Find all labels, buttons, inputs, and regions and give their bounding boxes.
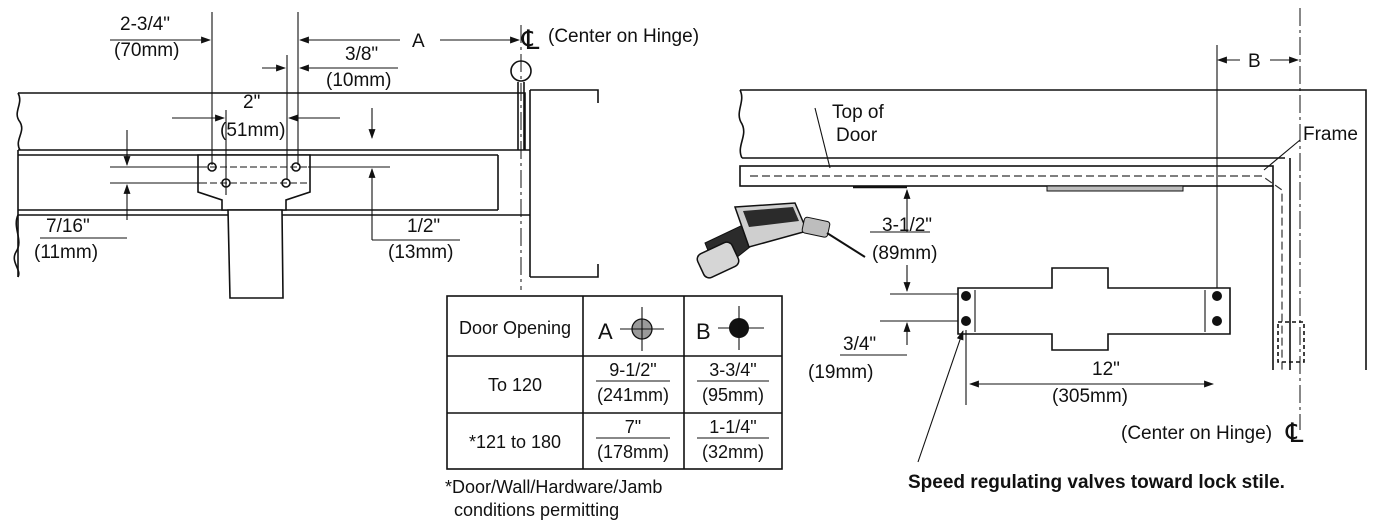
dim-11-imperial: 7/16" — [46, 216, 90, 237]
right-mounting-drawing: B Top of Door Frame 3-1/2" (89mm) 3/4" (… — [696, 8, 1367, 493]
dim-b-label: B — [1248, 51, 1261, 72]
left-mounting-drawing: 2-3/4" (70mm) A ℄ (Center on Hinge) 3/8"… — [13, 12, 699, 299]
dim-13-imperial: 1/2" — [407, 216, 440, 237]
centerline-symbol-right: ℄ — [1285, 418, 1304, 448]
table-row-2-a-imperial: 7" — [625, 417, 641, 437]
table-header-b: B — [696, 319, 711, 344]
table-row-2-b-imperial: 1-1/4" — [709, 417, 756, 437]
table-row-1-b-imperial: 3-3/4" — [709, 360, 756, 380]
footnote-line-1: *Door/Wall/Hardware/Jamb — [445, 477, 662, 497]
dim-19-metric: (19mm) — [808, 362, 873, 383]
table-row-1-b-metric: (95mm) — [702, 385, 764, 405]
dim-11-metric: (11mm) — [34, 242, 98, 263]
drill-icon — [696, 202, 866, 279]
table-row-2-opening: *121 to 180 — [469, 432, 561, 452]
table-row-2-b-metric: (32mm) — [702, 442, 764, 462]
dim-305-metric: (305mm) — [1052, 386, 1128, 407]
dim-51-imperial: 2" — [243, 92, 260, 113]
table-row-1-a-imperial: 9-1/2" — [609, 360, 656, 380]
table-header-door-opening: Door Opening — [459, 318, 571, 338]
left-frame-header — [18, 92, 526, 150]
table-row-1-a-metric: (241mm) — [597, 385, 669, 405]
dim-70-metric: (70mm) — [114, 40, 179, 61]
dim-a-label: A — [412, 31, 425, 52]
dim-10-imperial: 3/8" — [345, 44, 378, 65]
centerline-symbol-left: ℄ — [521, 25, 540, 55]
dim-13-metric: (13mm) — [388, 242, 453, 263]
closer-mounting-holes — [961, 291, 1222, 326]
closer-arm — [227, 209, 284, 299]
dim-89-imperial: 3-1/2" — [882, 215, 932, 236]
frame-label: Frame — [1303, 124, 1358, 145]
right-door-top — [739, 165, 1274, 187]
center-on-hinge-left: (Center on Hinge) — [548, 26, 699, 47]
dim-70-imperial: 2-3/4" — [120, 14, 170, 35]
dim-19-imperial: 3/4" — [843, 334, 876, 355]
top-of-door-line-2: Door — [836, 125, 878, 146]
arm-plate — [1046, 185, 1184, 192]
closer-body — [957, 267, 1231, 351]
table-header-a: A — [598, 319, 613, 344]
dim-89-metric: (89mm) — [872, 243, 937, 264]
table-row-2-a-metric: (178mm) — [597, 442, 669, 462]
dim-305-imperial: 12" — [1092, 359, 1120, 380]
dim-10-metric: (10mm) — [326, 70, 391, 91]
footnote-line-2: conditions permitting — [454, 500, 619, 520]
valve-note: Speed regulating valves toward lock stil… — [908, 472, 1285, 493]
table-row-1-opening: To 120 — [488, 375, 542, 395]
top-of-door-line-1: Top of — [832, 102, 884, 123]
door-opening-table: Door Opening A B To 120 9-1/2" (241mm) 3… — [445, 295, 783, 520]
dim-51-metric: (51mm) — [220, 120, 285, 141]
center-on-hinge-right: (Center on Hinge) — [1121, 423, 1272, 444]
